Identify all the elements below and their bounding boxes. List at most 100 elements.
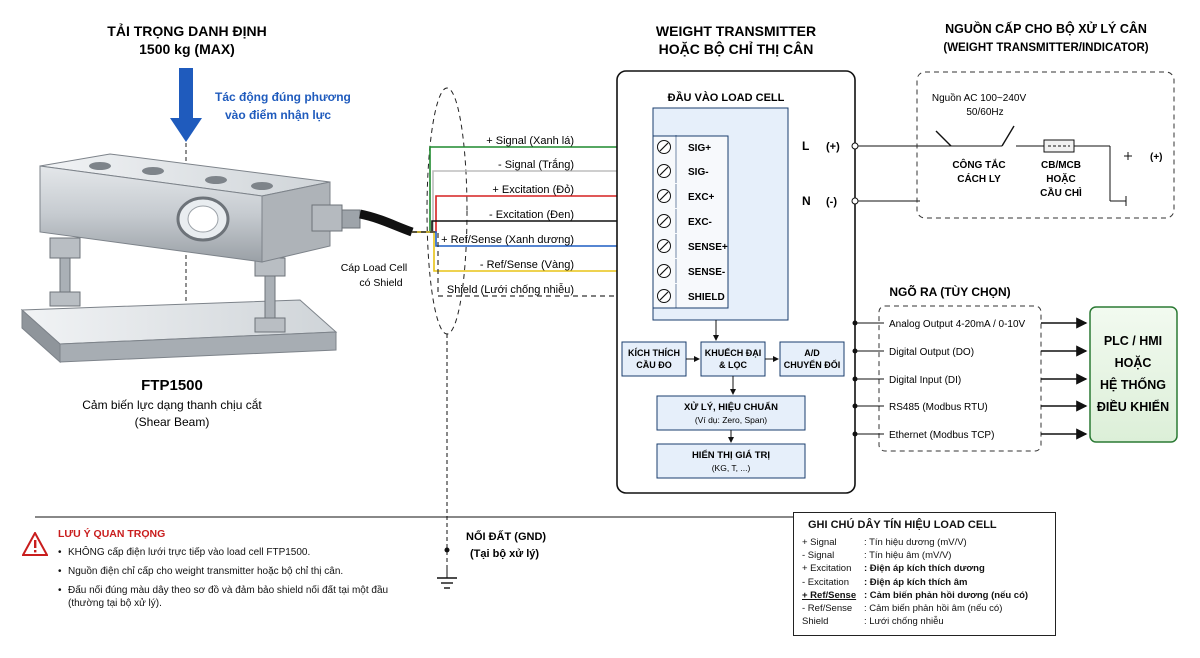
notes-term: - Ref/Sense [802,603,853,615]
cable-label-2: có Shield [359,277,402,289]
terminal-label: EXC+ [688,192,715,203]
output-port-dot [852,431,858,437]
load-arrow-icon [170,68,202,142]
notes-desc: : Lưới chống nhiễu [864,616,944,628]
power-n-sign: (-) [826,196,837,208]
terminal-label: SENSE- [688,267,725,278]
ground-icon [437,565,457,589]
transmitter-title-1: WEIGHT TRANSMITTER [656,23,816,39]
plc-line-2: HOẶC [1115,355,1152,370]
warning-item: Nguồn điện chỉ cấp cho weight transmitte… [58,565,422,578]
display-label-2: (KG, T, ...) [712,463,751,473]
wire-line [412,231,650,297]
excite-block [621,341,687,377]
terminal-label: SHIELD [688,292,725,303]
wire-label: + Ref/Sense (Xanh dương) [441,234,574,246]
notes-row: - Excitation : Điện áp kích thích âm [802,576,1047,589]
notes-term: - Excitation [802,576,849,588]
warning-title: LƯU Ý QUAN TRỌNG [58,528,166,540]
warning-item: KHÔNG cấp điện lưới trực tiếp vào load c… [58,546,422,559]
notes-title: GHI CHÚ DÂY TÍN HIỆU LOAD CELL [808,519,997,531]
notes-row: + Ref/Sense : Cảm biến phản hồi dương (nế… [802,589,1047,602]
terminal-label: SENSE+ [688,242,728,253]
ground-label-1: NỐI ĐẤT (GND) [466,529,546,543]
ad-label-2: CHUYỂN ĐỔI [784,359,841,370]
process-label-1: XỬ LÝ, HIỆU CHUẨN [684,401,778,413]
transmitter-title-2: HOẶC BỘ CHỈ THỊ CÂN [659,40,814,57]
notes-row: - Signal: Tín hiệu âm (mV/V) [802,549,1047,562]
notes-row: + Excitation: Điện áp kích thích dương [802,562,1047,575]
plc-box [1089,306,1178,443]
wire-label: - Excitation (Đen) [489,209,574,221]
amp-label-1: KHUẾCH ĐẠI [705,348,762,358]
terminal-group: SIG+SIG-EXC+EXC-SENSE+SENSE-SHIELD [657,135,728,308]
output-port-dot [852,348,858,354]
output-label: Analog Output 4-20mA / 0-10V [889,319,1026,330]
excite-label-1: KÍCH THÍCH [628,348,680,358]
wire-label: Shield (Lưới chống nhiễu) [447,283,574,296]
notes-desc: : Tín hiệu dương (mV/V) [864,537,967,548]
power-n-label: N [802,194,811,208]
load-title-1: TẢI TRỌNG DANH ĐỊNH [107,23,266,39]
notes-term: Shield [802,616,829,628]
output-label: Digital Output (DO) [889,347,974,358]
ground-label-2: (Tại bộ xử lý) [470,548,539,560]
wire-notes-box: GHI CHÚ DÂY TÍN HIỆU LOAD CELL + Signal:… [793,512,1056,636]
plc-line-1: PLC / HMI [1104,334,1162,348]
load-cell-image [20,153,414,364]
notes-term: + Ref/Sense [802,589,857,601]
cb-label-3: CẦU CHÌ [1040,186,1082,199]
wire-line [412,170,650,233]
output-port-dot [852,403,858,409]
sensor-model: FTP1500 [141,377,203,394]
sensor-desc-2: (Shear Beam) [135,415,210,429]
output-group: Analog Output 4-20mA / 0-10V Digital Outp… [852,317,1088,441]
notes-desc: : Cảm biến phản hồi dương (nếu có) [864,589,1029,601]
ac-label-2: 50/60Hz [966,107,1003,118]
notes-term: + Signal [802,537,837,548]
wire-group: + Signal (Xanh lá) - Signal (Trắng) + Exci… [412,135,654,300]
warning-panel: LƯU Ý QUAN TRỌNG KHÔNG cấp điện lưới trự… [22,528,422,616]
cb-label-1: CB/MCB [1041,160,1081,171]
amp-block [700,341,766,377]
terminal-label: EXC- [688,217,712,228]
load-title-2: 1500 kg (MAX) [139,41,235,57]
excite-label-2: CẦU ĐO [636,360,672,370]
input-title: ĐẦU VÀO LOAD CELL [668,91,785,104]
notes-desc: : Cảm biến phản hồi âm (nếu có) [864,603,1003,615]
sensor-desc-1: Cảm biến lực dạng thanh chịu cắt [82,397,262,412]
power-l-sign: (+) [826,141,840,153]
notes-row: Shield : Lưới chống nhiễu [802,615,1047,628]
output-label: RS485 (Modbus RTU) [889,402,988,413]
supply-title-2: (WEIGHT TRANSMITTER/INDICATOR) [943,42,1148,54]
wire-label: + Signal (Xanh lá) [486,135,574,147]
cable-label-1: Cáp Load Cell [341,262,408,274]
notes-desc: : Điện áp kích thích âm [864,576,968,588]
notes-desc: : Tín hiệu âm (mV/V) [864,550,952,562]
wire-line [412,220,650,233]
wire-label: - Signal (Trắng) [498,158,574,171]
switch-icon [935,125,1044,147]
output-port-dot [852,320,858,326]
wire-label: + Excitation (Đỏ) [492,184,574,196]
plc-line-3: HỆ THỐNG [1100,377,1166,392]
warning-icon [22,532,48,556]
amp-label-2: & LỌC [719,360,747,370]
supply-box [916,71,1175,219]
load-note-1: Tác động đúng phương [215,90,351,104]
fuse-icon [1043,139,1110,153]
supply-ground-icon [1109,146,1132,206]
wire-label: - Ref/Sense (Vàng) [480,259,574,271]
switch-label-2: CÁCH LY [957,172,1001,185]
notes-row: + Signal : Tín hiệu dương (mV/V) [802,536,1047,549]
outputs-title: NGÕ RA (TÙY CHỌN) [889,284,1010,299]
ad-block [779,341,845,377]
terminal-label: SIG- [688,167,709,178]
output-port-dot [852,376,858,382]
notes-row: - Ref/Sense : Cảm biến phản hồi âm (nếu c… [802,602,1047,615]
switch-label-1: CÔNG TẮC [952,158,1005,171]
output-label: Ethernet (Modbus TCP) [889,430,994,441]
supply-ground-sign: (+) [1150,152,1163,163]
warning-item: Đấu nối đúng màu dây theo sơ đồ và đảm b… [58,584,422,610]
